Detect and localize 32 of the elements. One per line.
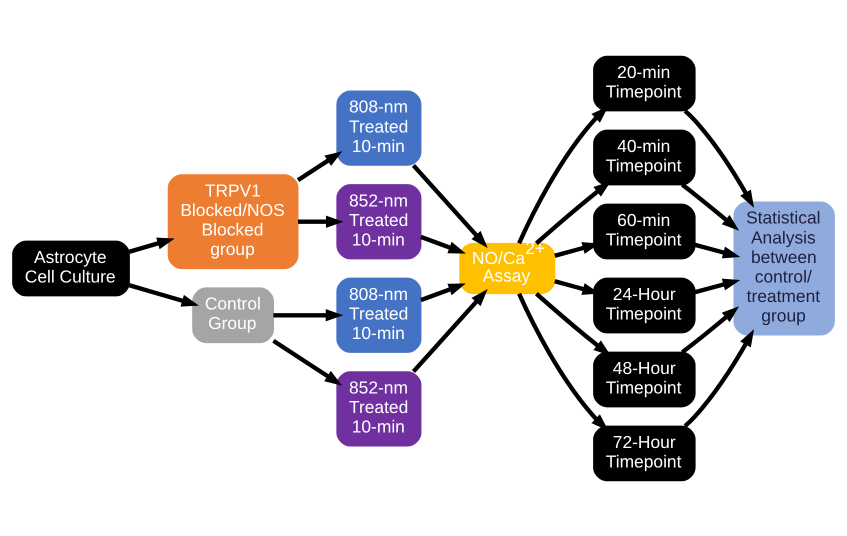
node-box: 808-nm Treated 10-min [336, 90, 422, 166]
node-box: 808-nm Treated 10-min [336, 277, 422, 352]
arrow [534, 292, 611, 356]
node-box: TRPV1 Blocked/NOS Blocked group [168, 174, 298, 269]
node-box: 852-nm Treated 10-min [336, 184, 422, 259]
node-box: 24-Hour Timepoint [593, 277, 696, 333]
arrow [681, 306, 740, 354]
node-box: Control Group [192, 286, 274, 343]
node-box: 20-min Timepoint [593, 55, 696, 111]
node-box: Statistical Analysis between control/ treatment group [733, 200, 835, 336]
node-box: 72-Hour Timepoint [593, 425, 696, 481]
node-box: Astrocyte Cell Culture [12, 240, 130, 296]
arrow [296, 150, 342, 182]
arrow [128, 282, 199, 306]
node-box: 852-nm Treated 10-min [336, 370, 422, 446]
arrow [412, 163, 488, 248]
node-box: 48-Hour Timepoint [593, 351, 696, 407]
arrow [420, 282, 466, 302]
arrow [694, 242, 740, 258]
arrow [272, 338, 342, 386]
arrow [681, 182, 740, 230]
arrow [273, 308, 344, 321]
arrow [517, 292, 608, 430]
node-box: 60-min Timepoint [593, 203, 696, 259]
node-box: 40-min Timepoint [593, 129, 696, 185]
arrow [684, 328, 754, 428]
arrow [684, 108, 754, 208]
arrow [298, 215, 344, 228]
arrow [412, 288, 488, 373]
arrow [694, 278, 740, 294]
arrow [420, 234, 466, 254]
arrow [128, 237, 175, 254]
